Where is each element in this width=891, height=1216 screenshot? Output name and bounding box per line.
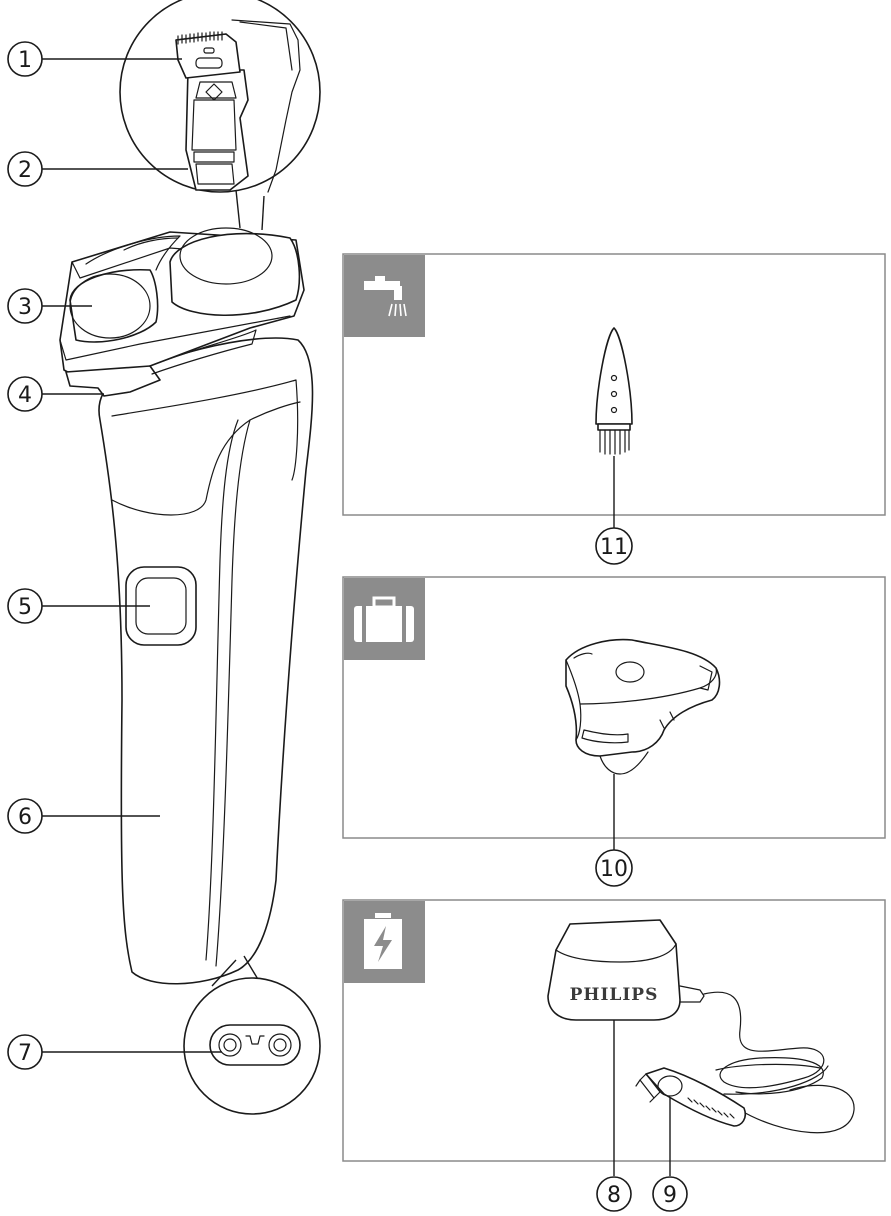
callout-3: 3: [8, 289, 42, 323]
callout-1: 1: [8, 42, 42, 76]
svg-text:3: 3: [18, 295, 32, 320]
callout-9: 9: [653, 1177, 687, 1211]
svg-text:11: 11: [600, 535, 628, 560]
svg-text:10: 10: [600, 857, 628, 882]
trimmer-detail-circle: [120, 0, 320, 230]
panel-travel: [343, 577, 885, 850]
callout-11: 11: [596, 528, 632, 564]
svg-text:9: 9: [663, 1183, 677, 1208]
battery-charge-icon: [364, 913, 402, 969]
svg-text:5: 5: [18, 595, 32, 620]
callout-7: 7: [8, 1035, 42, 1069]
svg-text:4: 4: [18, 383, 32, 408]
callout-10: 10: [596, 850, 632, 886]
callout-2: 2: [8, 152, 42, 186]
callout-4: 4: [8, 377, 42, 411]
svg-text:2: 2: [18, 158, 32, 183]
callout-6: 6: [8, 799, 42, 833]
svg-text:8: 8: [607, 1183, 621, 1208]
svg-text:6: 6: [18, 805, 32, 830]
panel-rinse: [343, 254, 885, 528]
panel-charging: PHILIPS: [343, 900, 885, 1176]
svg-text:1: 1: [18, 48, 32, 73]
callout-8: 8: [597, 1177, 631, 1211]
callout-5: 5: [8, 589, 42, 623]
svg-text:7: 7: [18, 1041, 32, 1066]
adapter-brand-label: PHILIPS: [570, 985, 659, 1005]
